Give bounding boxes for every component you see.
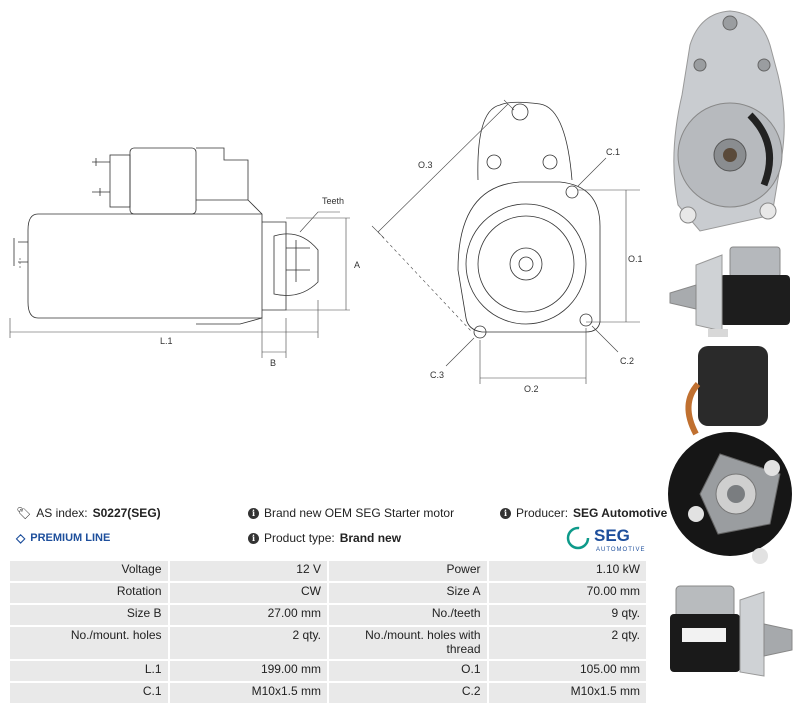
spec-label: L.1 [10, 661, 168, 681]
as-index-value: S0227(SEG) [92, 506, 161, 520]
table-row: Rotation CW Size A 70.00 mm [10, 583, 646, 603]
label-o1: O.1 [628, 254, 643, 264]
seg-logo-sub: AUTOMOTIVE [596, 547, 646, 553]
info-icon: i [500, 507, 511, 519]
premium-line-label: PREMIUM LINE [30, 532, 111, 544]
spec-value: M10x1.5 mm [488, 683, 646, 703]
spec-label: Power [328, 561, 487, 581]
label-o3: O.3 [418, 160, 433, 170]
seg-logo: SEG AUTOMOTIVE [566, 523, 652, 553]
spec-value: 1.10 kW [488, 561, 646, 581]
side-view [13, 147, 319, 325]
dimension-drawing: Teeth A B L.1 O.3 C.1 O.1 C.2 C.3 O.2 [9, 99, 643, 394]
table-row: Size B 27.00 mm No./teeth 9 qty. [10, 605, 646, 625]
photo-front [660, 5, 800, 237]
product-type: i Product type: Brand new [248, 531, 401, 545]
spec-value: 70.00 mm [488, 583, 646, 603]
spec-value: 12 V [169, 561, 327, 581]
description: i Brand new OEM SEG Starter motor [248, 506, 454, 520]
tag-icon: 🏷︎ [16, 506, 32, 520]
specs-table: Voltage 12 V Power 1.10 kW Rotation CW S… [8, 559, 648, 705]
label-a: A [354, 260, 360, 270]
spec-label: No./mount. holes with thread [328, 627, 487, 659]
spec-label: C.1 [10, 683, 168, 703]
producer-value: SEG Automotive [573, 506, 668, 520]
spec-value: 27.00 mm [169, 605, 327, 625]
photo-rear [660, 344, 800, 576]
producer: i Producer: SEG Automotive [500, 506, 667, 520]
label-c1: C.1 [606, 147, 620, 157]
info-icon: i [248, 507, 259, 519]
photo-side-label [660, 580, 800, 690]
producer-label: Producer: [516, 506, 569, 520]
table-row: L.1 199.00 mm O.1 105.00 mm [10, 661, 646, 681]
product-type-label: Product type: [264, 531, 335, 545]
spec-value: 9 qty. [488, 605, 646, 625]
spec-label: No./teeth [328, 605, 487, 625]
photo-side [660, 245, 800, 340]
spec-label: Voltage [10, 561, 168, 581]
spec-label: Size B [10, 605, 168, 625]
as-index-label: AS index: [36, 506, 88, 520]
label-l1: L.1 [160, 336, 173, 346]
product-type-value: Brand new [339, 531, 402, 545]
table-row: No./mount. holes 2 qty. No./mount. holes… [10, 627, 646, 659]
spec-value: CW [169, 583, 327, 603]
spec-value: 199.00 mm [169, 661, 327, 681]
spec-label: Size A [328, 583, 487, 603]
label-c3: C.3 [430, 370, 444, 380]
table-row: Voltage 12 V Power 1.10 kW [10, 561, 646, 581]
label-c2: C.2 [620, 356, 634, 366]
technical-drawing: Teeth A B L.1 O.3 C.1 O.1 C.2 C.3 O.2 [9, 99, 643, 394]
spec-value: M10x1.5 mm [169, 683, 327, 703]
table-row: C.1 M10x1.5 mm C.2 M10x1.5 mm [10, 683, 646, 703]
description-text: Brand new OEM SEG Starter motor [264, 506, 455, 520]
spec-value: 105.00 mm [488, 661, 646, 681]
spec-label: C.2 [328, 683, 487, 703]
diamond-icon: ◇ [16, 531, 26, 545]
as-index: 🏷︎ AS index: S0227(SEG) [16, 506, 161, 520]
front-dimensions [371, 99, 640, 384]
side-dimensions [9, 211, 350, 358]
spec-label: No./mount. holes [10, 627, 168, 659]
seg-logo-text: SEG [594, 526, 630, 545]
spec-label: Rotation [10, 583, 168, 603]
spec-value: 2 qty. [488, 627, 646, 659]
label-teeth: Teeth [322, 196, 344, 206]
spec-value: 2 qty. [169, 627, 327, 659]
premium-line: ◇ PREMIUM LINE [16, 531, 110, 545]
info-icon: i [248, 532, 259, 544]
label-b: B [270, 358, 276, 368]
spec-label: O.1 [328, 661, 487, 681]
front-view [457, 101, 601, 339]
label-o2: O.2 [524, 384, 539, 394]
